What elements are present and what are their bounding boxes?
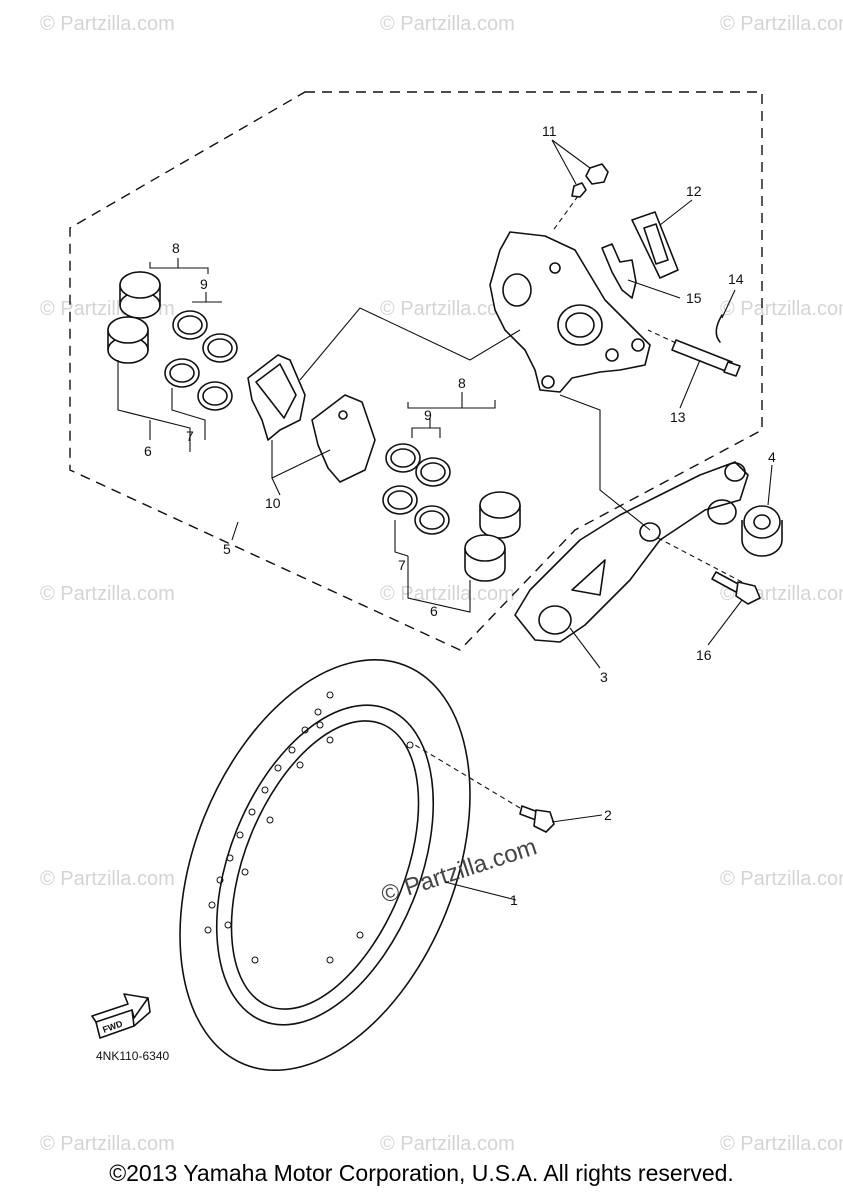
callout-6: 6 [144, 443, 152, 459]
callout-3: 3 [600, 669, 608, 685]
callout-11: 11 [542, 123, 557, 139]
parts-diagram: © Partzilla.com © Partzilla.com © Partzi… [40, 13, 843, 1155]
callout-8: 8 [172, 240, 180, 256]
callout-5: 5 [223, 541, 231, 557]
watermark: © Partzilla.com [380, 1133, 515, 1155]
piston-seals-left [164, 310, 238, 411]
callout-9b: 9 [424, 407, 432, 423]
fwd-label: FWD [101, 1018, 124, 1035]
callout-16: 16 [696, 647, 712, 663]
watermark: © Partzilla.com [380, 583, 515, 605]
watermark: © Partzilla.com [40, 868, 175, 890]
callout-10: 10 [265, 495, 281, 511]
brake-disc [179, 658, 471, 1072]
leader-lines [117, 139, 773, 901]
callout-7: 7 [186, 428, 194, 444]
caliper-bracket [514, 461, 749, 643]
bleed-screw [571, 163, 609, 198]
watermark: © Partzilla.com [380, 13, 515, 35]
watermark: © Partzilla.com [720, 298, 843, 320]
pistons-right [464, 491, 521, 582]
disc-vent-holes [204, 691, 414, 964]
callout-1: 1 [510, 892, 518, 908]
callout-8b: 8 [458, 375, 466, 391]
brake-pads [247, 354, 376, 483]
caliper-assembly-boundary [69, 91, 763, 651]
pad-shim [631, 211, 679, 279]
callout-9: 9 [200, 276, 208, 292]
callout-6b: 6 [430, 603, 438, 619]
pistons-left [107, 271, 161, 364]
pad-pin [671, 339, 741, 377]
callout-2: 2 [604, 807, 612, 823]
callout-4: 4 [768, 449, 776, 465]
pad-shim-slot [643, 223, 669, 265]
pad-spring [601, 243, 637, 299]
callout-13: 13 [670, 409, 686, 425]
piston-seals-right [382, 443, 451, 535]
watermark: © Partzilla.com [40, 1133, 175, 1155]
bracket-bolt [711, 571, 761, 605]
callout-15: 15 [686, 290, 702, 306]
forward-arrow-icon: FWD [91, 993, 151, 1039]
callout-labels: 1 2 3 4 5 6 7 8 9 10 11 12 13 14 15 16 6… [144, 123, 776, 908]
caliper-body [489, 231, 651, 393]
watermark: © Partzilla.com [380, 298, 515, 320]
callout-14: 14 [728, 271, 744, 287]
pin-clip [715, 314, 723, 343]
watermark: © Partzilla.com [720, 1133, 843, 1155]
callout-7b: 7 [398, 557, 406, 573]
collar [741, 505, 783, 557]
watermark: © Partzilla.com [720, 868, 843, 890]
watermark: © Partzilla.com [40, 583, 175, 605]
watermark: © Partzilla.com [720, 13, 843, 35]
watermark: © Partzilla.com [40, 13, 175, 35]
copyright-notice: ©2013 Yamaha Motor Corporation, U.S.A. A… [109, 1160, 734, 1186]
disc-bolt [519, 805, 555, 833]
drawing-code: 4NK110-6340 [96, 1049, 169, 1063]
callout-12: 12 [686, 183, 702, 199]
